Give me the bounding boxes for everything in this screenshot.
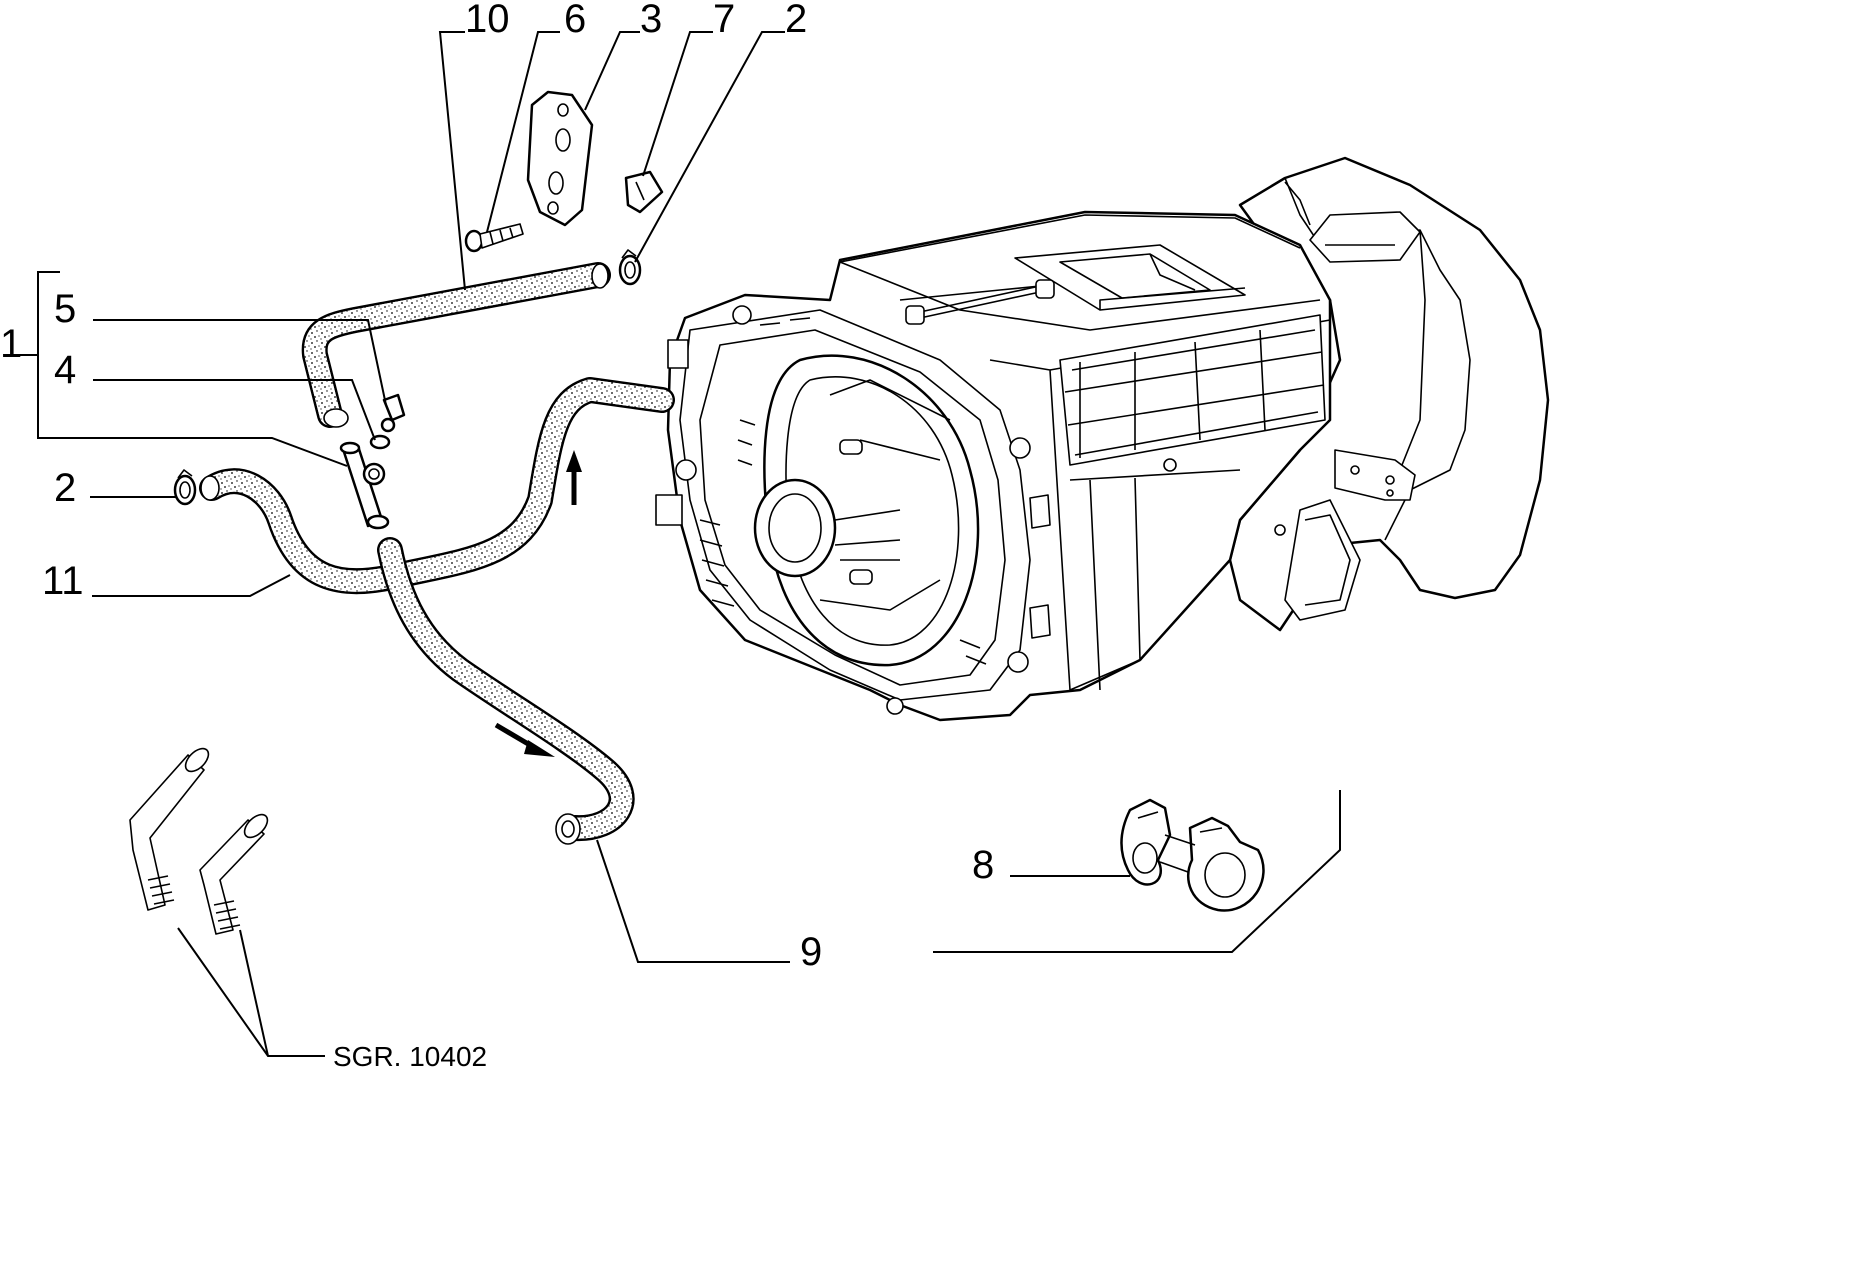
hose-11 bbox=[199, 377, 675, 595]
callout-2-upper: 2 bbox=[785, 0, 807, 41]
part-2-clamp-lower bbox=[173, 469, 197, 506]
alternate-fittings bbox=[129, 747, 269, 935]
drawing-code: SGR. 10402 bbox=[333, 1041, 487, 1069]
callout-8: 8 bbox=[972, 843, 994, 887]
part-2-clamp-upper bbox=[618, 249, 642, 286]
callout-6: 6 bbox=[564, 0, 586, 41]
callout-9: 9 bbox=[800, 930, 822, 974]
leader-lines bbox=[20, 31, 1341, 1057]
heater-unit bbox=[655, 156, 1550, 722]
part-3-plate bbox=[526, 90, 594, 227]
part-6-screw bbox=[464, 223, 524, 253]
callout-11: 11 bbox=[42, 559, 84, 603]
part-4-t-fitting bbox=[339, 441, 390, 530]
callout-7: 7 bbox=[713, 0, 735, 41]
callout-5: 5 bbox=[54, 287, 76, 331]
callout-10: 10 bbox=[465, 0, 510, 41]
hose-9 bbox=[377, 537, 635, 845]
part-8-double-clip bbox=[1120, 798, 1265, 912]
callout-4: 4 bbox=[54, 348, 76, 392]
flow-arrow-down bbox=[494, 722, 555, 757]
exploded-parts-diagram: 10 6 3 7 2 5 1 4 2 11 8 9 SGR. 10402 bbox=[0, 0, 1550, 1069]
callout-2-lower: 2 bbox=[54, 466, 76, 510]
callout-1: 1 bbox=[0, 322, 22, 366]
flow-arrow-up bbox=[566, 450, 582, 505]
callout-3: 3 bbox=[640, 0, 662, 41]
part-7-clip bbox=[624, 170, 664, 214]
part-5-valve bbox=[369, 393, 406, 450]
